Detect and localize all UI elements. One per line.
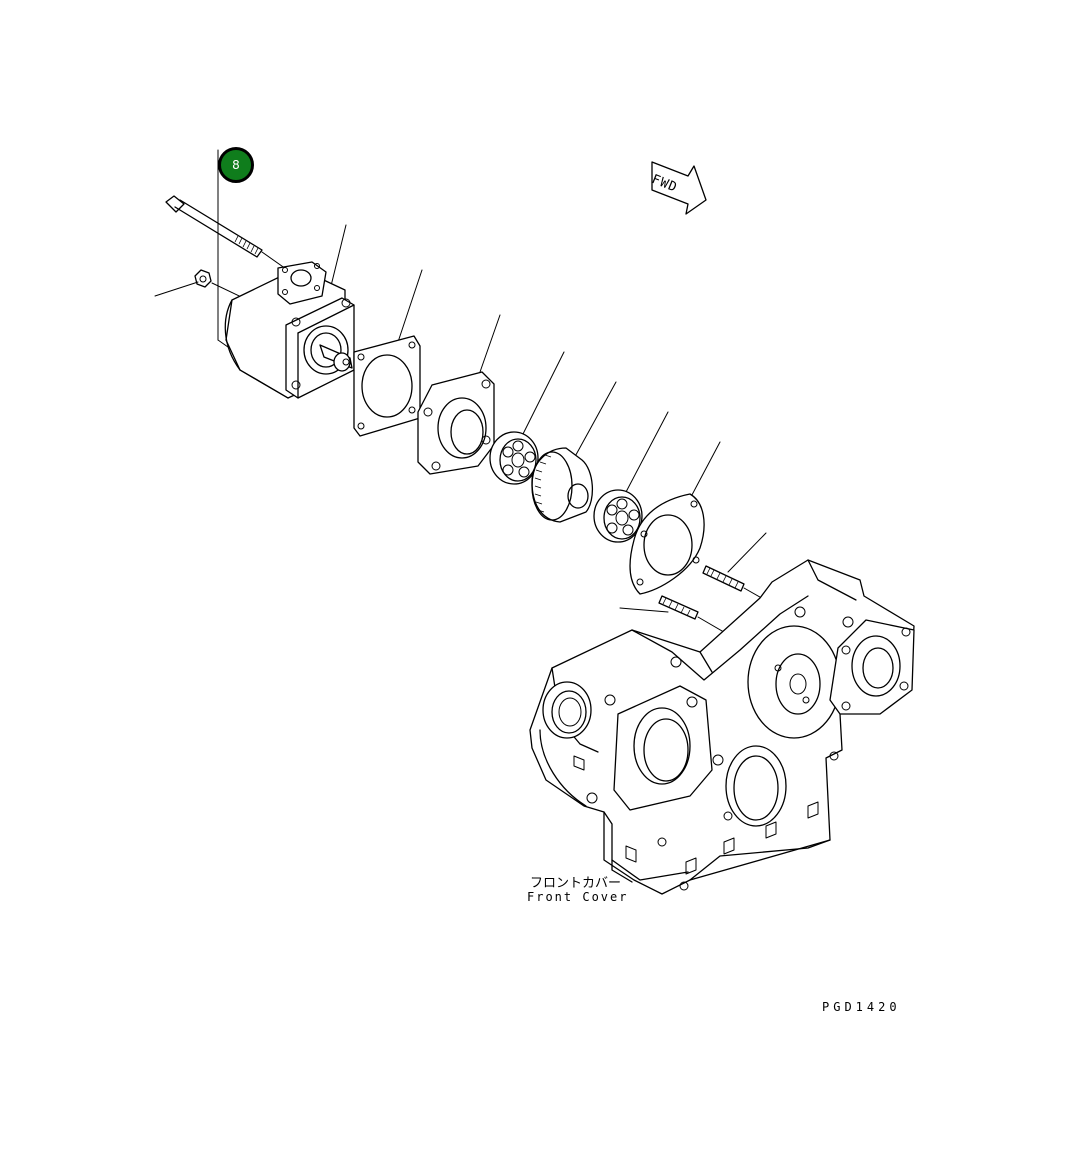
fwd-arrow-icon [651, 161, 707, 215]
callout-number: 8 [232, 158, 240, 172]
studs [658, 565, 787, 661]
drawing-code: PGD1420 [822, 1000, 901, 1014]
gasket-1 [353, 335, 421, 437]
callout-badge[interactable]: 8 [218, 147, 254, 183]
bearing-1 [489, 431, 539, 485]
flange-housing [417, 371, 495, 475]
drive-gear [531, 447, 593, 523]
front-cover-label-jp: フロントカバー [530, 876, 622, 891]
hydraulic-pump [224, 261, 355, 399]
long-bolt [165, 195, 297, 277]
bearing-2 [593, 489, 643, 543]
gasket-2 [629, 493, 705, 595]
front-cover [529, 559, 915, 895]
front-cover-label-en: Front Cover [527, 890, 629, 904]
